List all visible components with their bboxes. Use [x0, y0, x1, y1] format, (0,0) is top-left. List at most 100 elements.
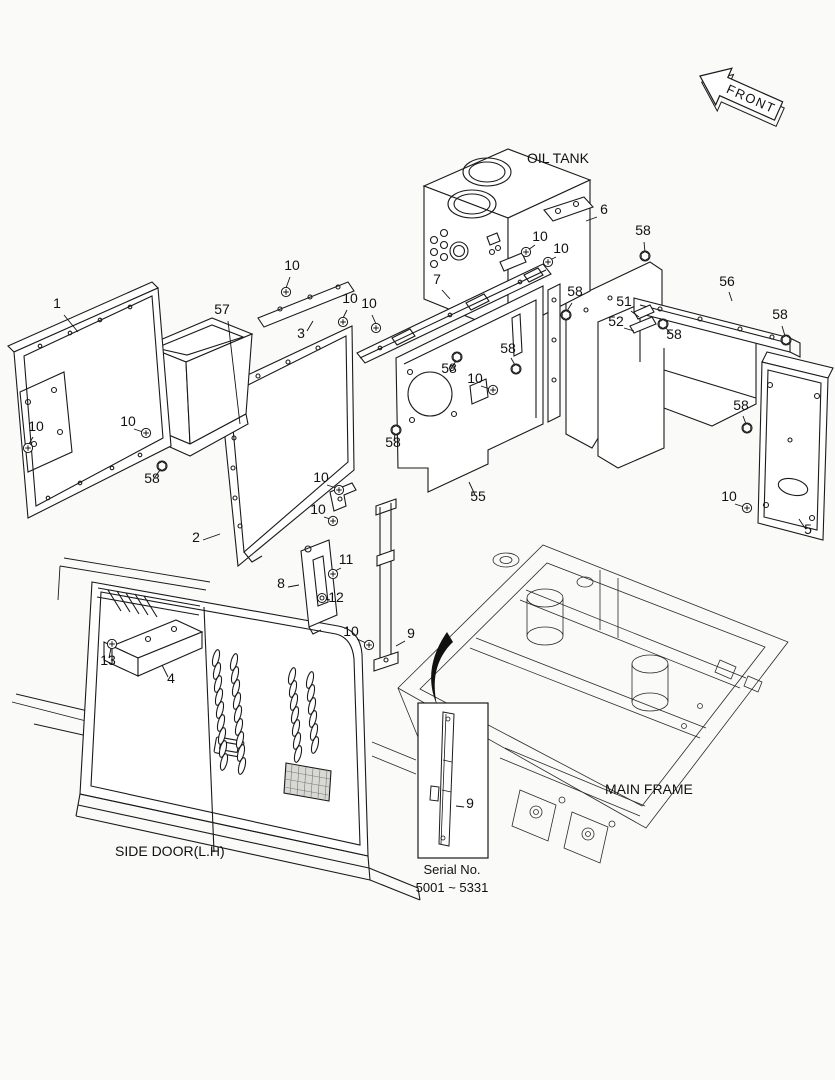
screw-icon	[106, 638, 118, 650]
part-callout-56: 56	[719, 273, 735, 289]
part-callout-58: 58	[500, 340, 516, 356]
leader-line	[395, 640, 406, 647]
part-callout-4: 4	[167, 670, 175, 686]
leader-line	[630, 310, 640, 318]
leader-line	[566, 302, 573, 312]
part-7-bar	[356, 263, 552, 364]
screw-icon	[337, 316, 349, 328]
part-callout-10: 10	[28, 418, 44, 434]
leader-line	[227, 320, 241, 425]
screw-icon	[327, 515, 339, 527]
part-callout-5: 5	[804, 521, 812, 537]
bolt-icon	[639, 250, 651, 262]
screw-icon	[370, 322, 382, 334]
part-callout-12: 12	[328, 589, 344, 605]
bolt-icon	[780, 334, 792, 346]
part-callout-10: 10	[284, 257, 300, 273]
front-arrow: FRONT	[699, 67, 785, 127]
part-callout-11: 11	[339, 551, 354, 567]
part-callout-58: 58	[567, 283, 583, 299]
part-callout-9: 9	[407, 625, 415, 641]
oil-tank-label: OIL TANK	[527, 150, 590, 166]
part-callout-55: 55	[470, 488, 486, 504]
part-callout-51: 51	[616, 293, 632, 309]
leader-line	[643, 241, 646, 253]
leader-line	[623, 327, 635, 332]
bolt-icon	[510, 363, 522, 375]
part-callout-58: 58	[144, 470, 160, 486]
part-callout-52: 52	[608, 313, 624, 329]
serial-number-line2: 5001 ~ 5331	[416, 880, 489, 895]
screw-icon	[487, 384, 499, 396]
leader-line	[455, 805, 465, 808]
leader-line	[326, 484, 337, 489]
leader-line	[285, 276, 291, 289]
part-callout-58: 58	[385, 434, 401, 450]
side-door-label: SIDE DOOR(L.H)	[115, 843, 225, 859]
leader-line	[63, 314, 79, 333]
ring-icon	[317, 593, 327, 603]
leader-line	[161, 664, 169, 678]
serial-number-line1: Serial No.	[423, 862, 480, 877]
leader-line	[728, 291, 733, 302]
part-2-panel	[219, 325, 355, 568]
leader-line	[342, 309, 348, 319]
mesh-grille	[283, 762, 332, 802]
leader-line	[202, 533, 221, 541]
part-callout-10: 10	[467, 370, 483, 386]
part-3-strip	[257, 281, 355, 328]
part-callout-10: 10	[313, 469, 329, 485]
part-callout-10: 10	[343, 623, 359, 639]
leader-line	[287, 584, 300, 588]
part-callout-10: 10	[553, 240, 569, 256]
bolt-icon	[741, 422, 753, 434]
screw-icon	[363, 639, 375, 651]
screw-icon	[520, 246, 532, 258]
pointer-swoosh	[431, 632, 453, 705]
leader-line	[798, 518, 806, 529]
part-callout-58: 58	[772, 306, 788, 322]
main-frame-label: MAIN FRAME	[605, 781, 693, 797]
leader-line	[371, 314, 377, 325]
screw-icon	[140, 427, 152, 439]
part-4-bracket	[103, 619, 204, 677]
part-callout-7: 7	[433, 271, 441, 287]
screw-icon	[741, 502, 753, 514]
main-frame-art	[371, 544, 789, 864]
leader-line	[468, 481, 476, 496]
screw-icon	[327, 568, 339, 580]
leader-line	[306, 320, 314, 332]
screw-icon	[542, 256, 554, 268]
leader-line	[154, 469, 161, 478]
diagram-labels: OIL TANK MAIN FRAME SIDE DOOR(L.H) Seria…	[115, 150, 693, 895]
part-5-panel	[757, 351, 834, 541]
screw-icon	[280, 286, 292, 298]
part-callout-10: 10	[120, 413, 136, 429]
part-callout-2: 2	[192, 529, 200, 545]
leader-line	[108, 647, 112, 659]
part-callout-57: 57	[214, 301, 230, 317]
part-callout-3: 3	[297, 325, 305, 341]
right-panel-assembly	[565, 261, 801, 469]
part-callout-1: 1	[53, 295, 61, 311]
leader-line	[356, 638, 367, 644]
part-callout-13: 13	[100, 652, 116, 668]
serial-inset	[417, 702, 489, 859]
part-callout-10: 10	[361, 295, 377, 311]
leader-line	[441, 289, 451, 300]
bolt-icon	[560, 309, 572, 321]
part-callout-58: 58	[635, 222, 651, 238]
body-edge-lines	[11, 557, 211, 738]
part-callout-58: 58	[666, 326, 682, 342]
part-55-panel	[395, 283, 561, 493]
part-callout-8: 8	[277, 575, 285, 591]
part-callout-58: 58	[441, 360, 457, 376]
part-callout-9: 9	[466, 795, 474, 811]
leader-line	[742, 415, 747, 425]
part-1-panel	[7, 281, 172, 519]
part-8-bracket	[300, 539, 338, 635]
part-callout-10: 10	[310, 501, 326, 517]
